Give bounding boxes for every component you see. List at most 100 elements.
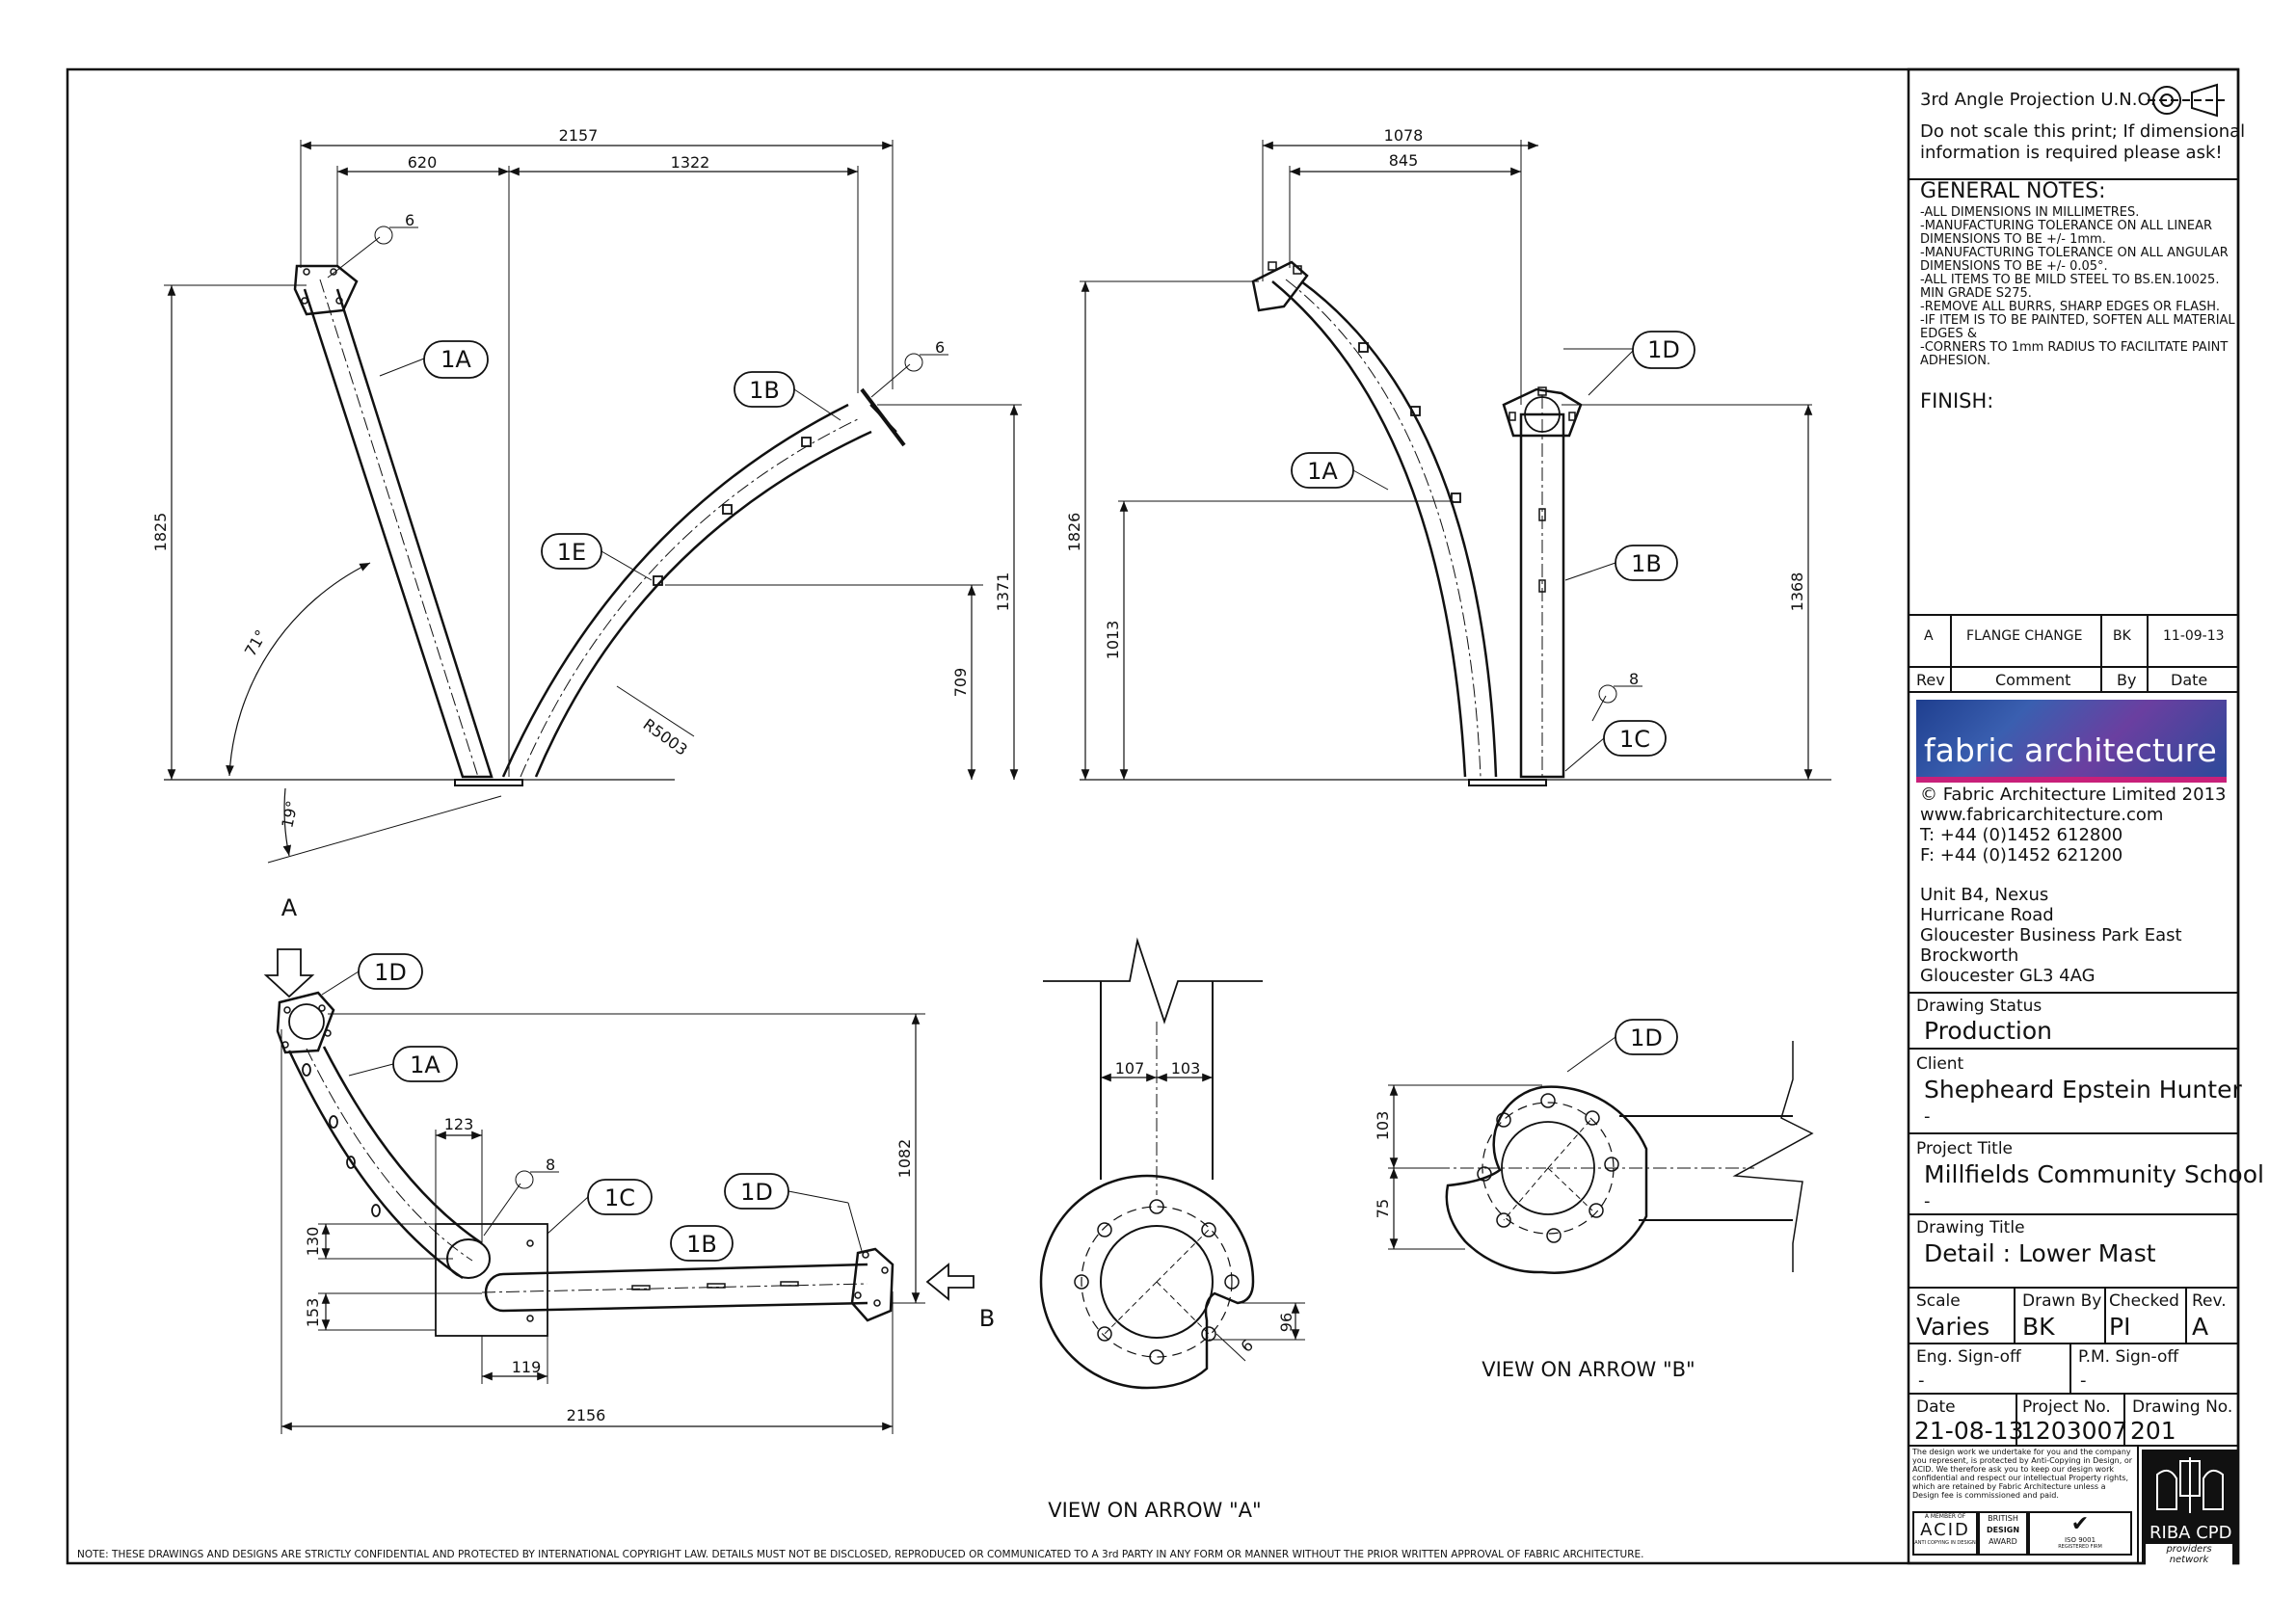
checked-value: PI <box>2109 1313 2131 1341</box>
revision-header-date: Date <box>2171 671 2208 689</box>
riba-crest-icon <box>2156 1457 2224 1513</box>
dim-75: 75 <box>1374 1199 1392 1218</box>
dim-153: 153 <box>304 1298 322 1328</box>
eng-signoff-label: Eng. Sign-off <box>1916 1347 2021 1367</box>
weld-size-2: 6 <box>935 338 945 357</box>
project-title-value: Millfields Community School <box>1924 1160 2264 1188</box>
dim-620: 620 <box>408 153 438 172</box>
dim-1322: 1322 <box>671 153 710 172</box>
riba-badge-text: RIBA CPD <box>2149 1523 2232 1543</box>
arrow-b-label: B <box>979 1305 995 1332</box>
acid-badge-top: A MEMBER OF <box>1924 1513 1966 1520</box>
dim-845: 845 <box>1389 151 1419 170</box>
view-1-elevation <box>164 140 1022 864</box>
bda-badge-line2: DESIGN <box>1986 1526 2020 1534</box>
copy-notice: The design work we undertake for you and… <box>1912 1448 2133 1500</box>
revision-date: 11-09-13 <box>2163 628 2225 644</box>
project-no-label: Project No. <box>2022 1397 2111 1417</box>
iso-badge: ✔ ISO 9001 REGISTERED FIRM <box>2028 1511 2132 1556</box>
iso-check-icon: ✔ <box>2070 1512 2090 1536</box>
balloon-1b-v1: 1B <box>749 377 780 404</box>
weld-size-4: 8 <box>546 1156 555 1174</box>
scale-warning-line1: Do not scale this print; If dimensional <box>1920 121 2246 142</box>
address-line-3: Gloucester Business Park East <box>1920 925 2182 945</box>
caption-view-arrow-a: VIEW ON ARROW "A" <box>1048 1499 1261 1522</box>
sheet-border <box>66 67 2240 1565</box>
client-value: Shepheard Epstein Hunter <box>1924 1076 2242 1104</box>
dim-1013: 1013 <box>1104 621 1122 660</box>
drawing-title-value: Detail : Lower Mast <box>1924 1239 2156 1267</box>
pm-signoff-value: - <box>2080 1370 2087 1391</box>
bda-badge-line3: AWARD <box>1989 1537 2017 1546</box>
logo-band <box>1916 777 2227 783</box>
date-value: 21-08-13 <box>1914 1417 2024 1445</box>
dim-r5003: R5003 <box>640 715 691 759</box>
iso-badge-text: ISO 9001 <box>2064 1536 2096 1544</box>
caption-view-arrow-b: VIEW ON ARROW "B" <box>1482 1358 1695 1381</box>
dim-123: 123 <box>444 1115 474 1133</box>
client-sub: - <box>1924 1106 1931 1127</box>
bda-badge-line1: BRITISH <box>1988 1514 2018 1523</box>
finish-label: FINISH: <box>1920 389 1994 412</box>
dim-107: 107 <box>1115 1059 1145 1078</box>
company-phone: T: +44 (0)1452 612800 <box>1920 825 2123 845</box>
company-copyright: © Fabric Architecture Limited 2013 <box>1920 785 2227 805</box>
projection-label: 3rd Angle Projection U.N.O. <box>1920 90 2156 110</box>
balloon-1d-top-v3: 1D <box>374 959 407 986</box>
balloon-1b-v2: 1B <box>1631 550 1662 577</box>
general-notes-body: -ALL DIMENSIONS IN MILLIMETRES. -MANUFAC… <box>1920 205 2235 368</box>
balloon-1b-v3: 1B <box>686 1231 717 1258</box>
address-line-5: Gloucester GL3 4AG <box>1920 966 2096 986</box>
company-logo: fabric architecture <box>1916 700 2227 783</box>
dim-1082: 1082 <box>895 1139 914 1179</box>
dim-103-b: 103 <box>1171 1059 1201 1078</box>
iso-badge-sub: REGISTERED FIRM <box>2058 1544 2102 1550</box>
dim-1825: 1825 <box>151 513 170 552</box>
revision-comment: FLANGE CHANGE <box>1966 628 2083 644</box>
logo-text: fabric architecture <box>1924 732 2217 769</box>
drawn-by-label: Drawn By <box>2022 1291 2102 1311</box>
balloon-1d-v2: 1D <box>1647 336 1680 363</box>
revision-header-by: By <box>2117 671 2137 689</box>
address-line-4: Brockworth <box>1920 945 2019 966</box>
company-website: www.fabricarchitecture.com <box>1920 805 2164 825</box>
revision-rev: A <box>1924 628 1934 644</box>
eng-signoff-value: - <box>1918 1370 1925 1391</box>
balloon-1d-v5: 1D <box>1630 1024 1663 1051</box>
general-notes-heading: GENERAL NOTES: <box>1920 179 2106 203</box>
checked-label: Checked <box>2109 1291 2179 1311</box>
dim-1368: 1368 <box>1788 572 1806 612</box>
view-3-plan <box>263 948 974 1434</box>
scale-warning-line2: information is required please ask! <box>1920 143 2223 163</box>
address-line-1: Unit B4, Nexus <box>1920 885 2049 905</box>
balloon-1a-v2: 1A <box>1307 458 1338 485</box>
balloon-1d-v3: 1D <box>740 1179 773 1206</box>
project-no-value: 1203007 <box>2020 1417 2128 1445</box>
view-2-elevation <box>1080 140 1831 786</box>
dim-119: 119 <box>512 1358 542 1376</box>
revision-header-comment: Comment <box>1995 671 2071 689</box>
drawing-title-label: Drawing Title <box>1916 1218 2025 1237</box>
drawing-status-value: Production <box>1924 1017 2053 1045</box>
title-block-grid <box>1909 178 2238 1563</box>
dim-709: 709 <box>951 668 970 698</box>
title-block-frame <box>1907 67 2240 1565</box>
pm-signoff-label: P.M. Sign-off <box>2078 1347 2179 1367</box>
acid-badge-text: ACID <box>1920 1520 1970 1540</box>
dim-1826: 1826 <box>1065 513 1083 552</box>
dim-130: 130 <box>304 1227 322 1257</box>
dim-2157: 2157 <box>559 126 599 145</box>
balloon-1c-v2: 1C <box>1619 726 1650 753</box>
dim-angle-19: 19° <box>278 799 301 830</box>
acid-badge-bottom: ANTI COPYING IN DESIGN <box>1914 1540 1976 1546</box>
dim-2156: 2156 <box>567 1406 606 1424</box>
scale-label: Scale <box>1916 1291 1961 1311</box>
balloon-1c-v3: 1C <box>604 1184 635 1211</box>
disclaimer: NOTE: THESE DRAWINGS AND DESIGNS ARE STR… <box>77 1549 1644 1560</box>
revision-by: BK <box>2113 628 2131 644</box>
project-title-label: Project Title <box>1916 1139 2013 1158</box>
project-title-sub: - <box>1924 1191 1931 1211</box>
dim-1371: 1371 <box>994 572 1012 612</box>
balloon-1a-v1: 1A <box>441 346 471 373</box>
